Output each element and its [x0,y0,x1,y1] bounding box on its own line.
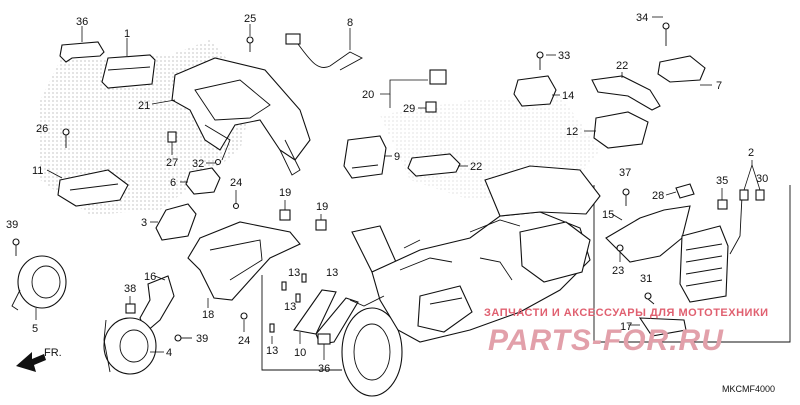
part-21-main-bracket [171,57,311,176]
label-part-6: 6 [170,177,176,189]
part-36b-clip [317,333,331,345]
label-part-18: 18 [202,309,214,321]
part-13-fuses [269,273,307,333]
label-part-17: 17 [620,321,632,333]
part-12-box [593,111,649,149]
label-part-11: 11 [32,165,43,177]
part-33-bolt [536,51,544,70]
label-part-5: 5 [32,323,38,335]
part-2-regulator [679,189,765,303]
part-19b-clip [315,219,327,231]
label-part-36: 36 [76,16,88,28]
part-38-nut [125,303,136,314]
label-part-7: 7 [716,80,722,92]
label-part-21: 21 [138,100,150,112]
label-part-39: 39 [6,219,18,231]
label-part-25: 25 [244,13,256,25]
part-11-module [57,169,129,207]
label-part-22b: 22 [470,161,482,173]
label-part-13d: 13 [266,345,278,357]
label-part-13a: 13 [288,267,300,279]
label-part-31: 31 [640,273,652,285]
label-part-34: 34 [636,12,648,24]
part-35-nut [717,199,728,210]
label-part-14: 14 [562,90,574,102]
diagram-code: MKCMF4000 [722,384,775,394]
part-3-sensor [155,203,197,241]
part-22-cover-mid [407,153,461,177]
part-31-bolt [644,292,655,305]
direction-arrow-icon [16,352,46,372]
label-part-37: 37 [619,167,631,179]
part-16-bracket [139,275,175,333]
label-part-35: 35 [716,175,728,187]
label-part-28: 28 [652,190,664,202]
direction-label: FR. [44,347,62,359]
label-part-39b: 39 [196,333,208,345]
part-26-bolt [62,128,70,148]
part-18-cover [187,221,301,301]
part-4-horn [103,317,157,375]
part-28-clip [675,183,695,199]
part-36-bracket [59,41,105,63]
label-part-19: 19 [279,187,291,199]
motorcycle-illustration [341,165,601,397]
part-24a-bolt [232,202,240,210]
label-part-30: 30 [756,173,768,185]
label-part-8: 8 [347,17,353,29]
part-6-relay [185,167,221,195]
part-25-bolt [246,36,254,52]
label-part-20: 20 [362,89,374,101]
part-1-unit [101,54,156,89]
part-39a-bolt [12,238,20,256]
label-part-13c: 13 [284,301,296,313]
part-39b-bolt [174,334,192,342]
group-frame-center [261,275,342,371]
label-part-33: 33 [558,50,570,62]
label-part-1: 1 [124,28,130,40]
label-part-36b: 36 [318,363,330,375]
label-part-23: 23 [612,265,624,277]
label-part-9: 9 [394,151,400,163]
watermark-logo: PARTS-FOR.RU [488,324,724,357]
part-37-bolt [622,188,630,206]
label-part-15: 15 [602,209,614,221]
part-20-connector [425,69,447,113]
label-part-16: 16 [144,271,156,283]
label-part-10: 10 [294,347,306,359]
label-part-24: 24 [230,177,242,189]
label-part-32: 32 [192,158,204,170]
label-part-19b: 19 [316,201,328,213]
part-24b-bolt [240,312,248,320]
label-part-22: 22 [616,60,628,72]
label-part-12: 12 [566,126,578,138]
part-34-bolt [662,22,670,46]
label-part-3: 3 [141,217,147,229]
part-22-cover-top [591,75,661,111]
part-14-module [513,75,557,107]
label-part-24b: 24 [238,335,250,347]
part-27-clip [167,131,177,143]
group-frame-right [593,185,791,343]
part-8-harness [285,33,363,71]
part-23-bolt [616,244,624,252]
part-5-horn [11,255,67,311]
label-part-26: 26 [36,123,48,135]
label-part-13b: 13 [326,267,338,279]
part-7-bracket [657,55,706,83]
part-17-cover [638,317,687,337]
label-part-4: 4 [166,347,172,359]
label-part-2: 2 [748,147,754,159]
watermark-caption: ЗАПЧАСТИ И АКСЕССУАРЫ ДЛЯ МОТОТЕХНИКИ [484,307,769,319]
part-32-bolt [214,158,222,166]
part-9-ecu [343,135,387,179]
part-19a-clip [279,209,291,221]
label-part-38: 38 [124,283,136,295]
label-part-27: 27 [166,157,178,169]
part-15-bracket [605,205,691,263]
label-part-29: 29 [403,103,415,115]
